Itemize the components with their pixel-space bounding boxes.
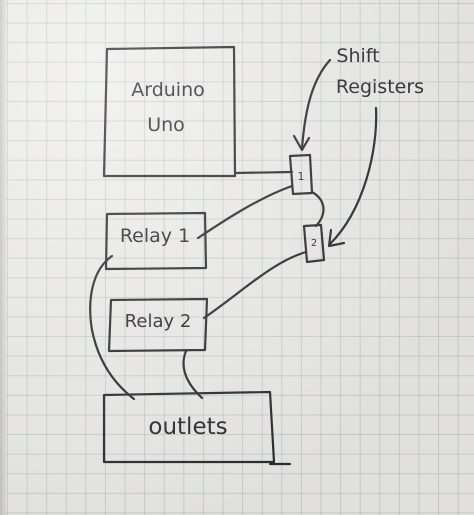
arrow-to-shift-register-1 (292, 58, 332, 152)
page-edge (0, 0, 6, 515)
relay-2-box: Relay 2 (107, 297, 209, 353)
shift-registers-label-line1: Shift (336, 45, 379, 67)
wire-shift-register-1-to-2 (310, 190, 325, 228)
relay-2-label: Relay 2 (125, 311, 192, 332)
wire-relay-1-to-outlets (89, 254, 136, 401)
wire-shift-register-2-to-relay-2 (202, 250, 308, 320)
shift-register-2-label: 2 (311, 238, 317, 249)
arduino-label-line2: Uno (147, 114, 185, 136)
shift-registers-label-line2: Registers (336, 76, 424, 98)
wire-arduino-to-shift-register-1 (233, 170, 294, 175)
shift-register-1-label: 1 (298, 170, 305, 183)
arduino-uno-box: Arduino Uno (102, 45, 237, 178)
outlets-label: outlets (148, 414, 227, 440)
relay-1-box: Relay 1 (104, 211, 208, 271)
wire-relay-2-to-outlets (182, 349, 204, 400)
shift-register-1: 1 (288, 153, 314, 196)
relay-1-label: Relay 1 (120, 225, 190, 247)
arduino-label-line1: Arduino (131, 79, 205, 101)
arrow-to-shift-register-2 (327, 106, 378, 248)
shift-register-2: 2 (302, 223, 326, 264)
wire-shift-register-1-to-relay-1 (196, 184, 294, 240)
outlets-box: outlets (102, 390, 292, 466)
